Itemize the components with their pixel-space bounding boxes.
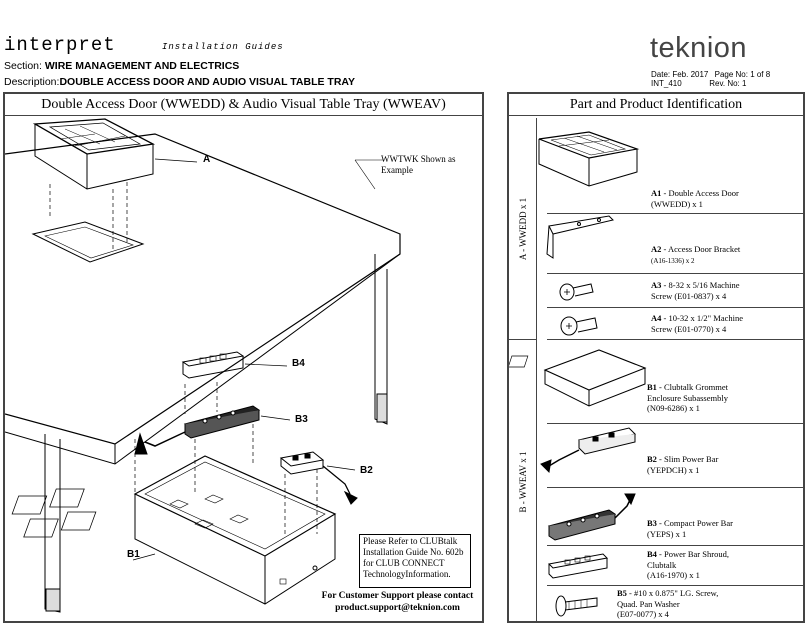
right-panel-title: Part and Product Identification [509,94,803,116]
b3-compact-power-bar-drawing [547,493,636,541]
part-row-a1 [547,118,803,214]
part-b5-text: B5 - #10 x 0.875" LG. Screw, Quad. Pan W… [617,588,719,619]
part-b4-detail: Clubtalk [647,559,677,570]
part-b5-detail2: (E07-0077) x 4 [617,609,669,619]
part-b2-text: B2 - Slim Power Bar (YEPDCH) x 1 [647,454,719,475]
part-a2-name: Access Door Bracket [668,244,741,254]
customer-support-note: For Customer Support please contact prod… [315,590,480,614]
part-a4-text: A4 - 10-32 x 1/2" Machine Screw (E01-077… [651,313,744,334]
part-b2-code: B2 [647,454,657,464]
a4-screw-drawing [560,316,598,336]
part-a3-name: 8-32 x 5/16 Machine [668,280,740,290]
part-b1-name: Clubtalk Grommet [664,382,728,392]
part-row-b4 [547,546,803,586]
support-line1: For Customer Support please contact [321,591,474,601]
part-b3-text: B3 - Compact Power Bar (YEPS) x 1 [647,518,733,539]
part-a2-text: A2 - Access Door Bracket (A16-1336) x 2 [651,244,741,265]
part-a1-detail: (WWEDD) x 1 [651,198,703,209]
support-email: product.support@teknion.com [335,603,460,613]
part-b4-name: Power Bar Shroud, [664,549,729,559]
a2-bracket-drawing [546,215,614,259]
a1-access-door-drawing [538,131,640,187]
part-b4-code: B4 [647,549,657,559]
part-row-b1 [547,340,803,424]
part-a2-code: A2 [651,244,662,254]
part-b4-detail2: (A16-1970) x 1 [647,570,700,580]
example-note: WWTWK Shown as Example [381,154,455,176]
document-meta: Date: Feb. 2017 Page No: 1 of 8 INT_410 … [651,70,770,88]
part-row-b2 [547,424,803,488]
callout-b4: B4 [292,358,305,369]
brand-name: interpret [4,34,116,56]
part-b2-name: Slim Power Bar [664,454,719,464]
callout-a: A [203,154,211,165]
part-b2-detail: (YEPDCH) x 1 [647,464,700,475]
part-b5-name: #10 x 0.875" LG. Screw, [634,588,719,598]
part-a3-detail: Screw (E01-0837) x 4 [651,290,727,301]
part-b5-code: B5 [617,588,627,598]
part-b1-text: B1 - Clubtalk Grommet Enclosure Subassem… [647,382,728,413]
doc-page: Page No: 1 of 8 [714,70,771,79]
part-a3-code: A3 [651,280,662,290]
part-b3-code: B3 [647,518,657,528]
doc-id: INT_410 [651,79,682,88]
example-note-line1: WWTWK Shown as [381,154,456,164]
b2-slim-power-bar-drawing [540,427,636,474]
part-a4-code: A4 [651,313,662,323]
part-b1-detail2: (N09-6286) x 1 [647,403,700,413]
part-identification-panel: Part and Product Identification A - WWED… [507,92,805,623]
part-row-a2 [547,214,803,274]
part-a2-detail: (A16-1336) x 2 [651,256,695,265]
section-label: Section: [4,60,42,72]
example-note-line2: Example [381,165,413,175]
part-a1-text: A1 - Double Access Door (WWEDD) x 1 [651,188,739,209]
clubtalk-reference-note: Please Refer to CLUBtalk Installation Gu… [359,534,471,588]
exploded-assembly-drawing [5,118,401,613]
part-row-a3 [547,274,803,308]
header-subtitle: Installation Guides [162,42,284,52]
part-a4-detail: Screw (E01-0770) x 4 [651,323,727,334]
description-line: Description:DOUBLE ACCESS DOOR AND AUDIO… [4,76,355,88]
left-panel-title: Double Access Door (WWEDD) & Audio Visua… [5,94,482,116]
b1-tray-drawing [509,349,647,407]
part-a4-name: 10-32 x 1/2" Machine [668,313,744,323]
description-value: DOUBLE ACCESS DOOR AND AUDIO VISUAL TABL… [59,76,356,88]
part-a1-name: Double Access Door [668,188,739,198]
group-b: B - WWEAV x 1 [509,340,537,623]
part-b5-detail: Quad. Pan Washer [617,598,680,609]
doc-date: Date: Feb. 2017 [651,70,709,79]
callout-b3: B3 [295,414,308,425]
part-illustrations [509,131,647,617]
group-a: A - WWEDD x 1 [509,118,537,340]
doc-rev: Rev. No: 1 [709,79,747,88]
callout-b2: B2 [360,465,373,476]
section-value: WIRE MANAGEMENT AND ELECTRICS [44,60,240,72]
part-row-b3 [547,488,803,546]
b5-screw-drawing [555,595,598,617]
part-a1-code: A1 [651,188,662,198]
callout-b1: B1 [127,549,140,560]
installation-drawing-panel: Double Access Door (WWEDD) & Audio Visua… [3,92,484,623]
part-a3-text: A3 - 8-32 x 5/16 Machine Screw (E01-0837… [651,280,740,301]
section-line: Section: WIRE MANAGEMENT AND ELECTRICS [4,60,239,72]
part-b4-text: B4 - Power Bar Shroud, Clubtalk (A16-197… [647,549,729,580]
a3-screw-drawing [559,283,594,301]
part-row-a4 [547,308,803,340]
part-b3-name: Compact Power Bar [664,518,733,528]
description-label: Description: [4,76,60,88]
part-b3-detail: (YEPS) x 1 [647,528,687,539]
part-b1-code: B1 [647,382,657,392]
part-b1-detail: Enclosure Subassembly [647,392,728,403]
teknion-logo: teknion [650,32,748,64]
b4-shroud-drawing [547,553,609,579]
